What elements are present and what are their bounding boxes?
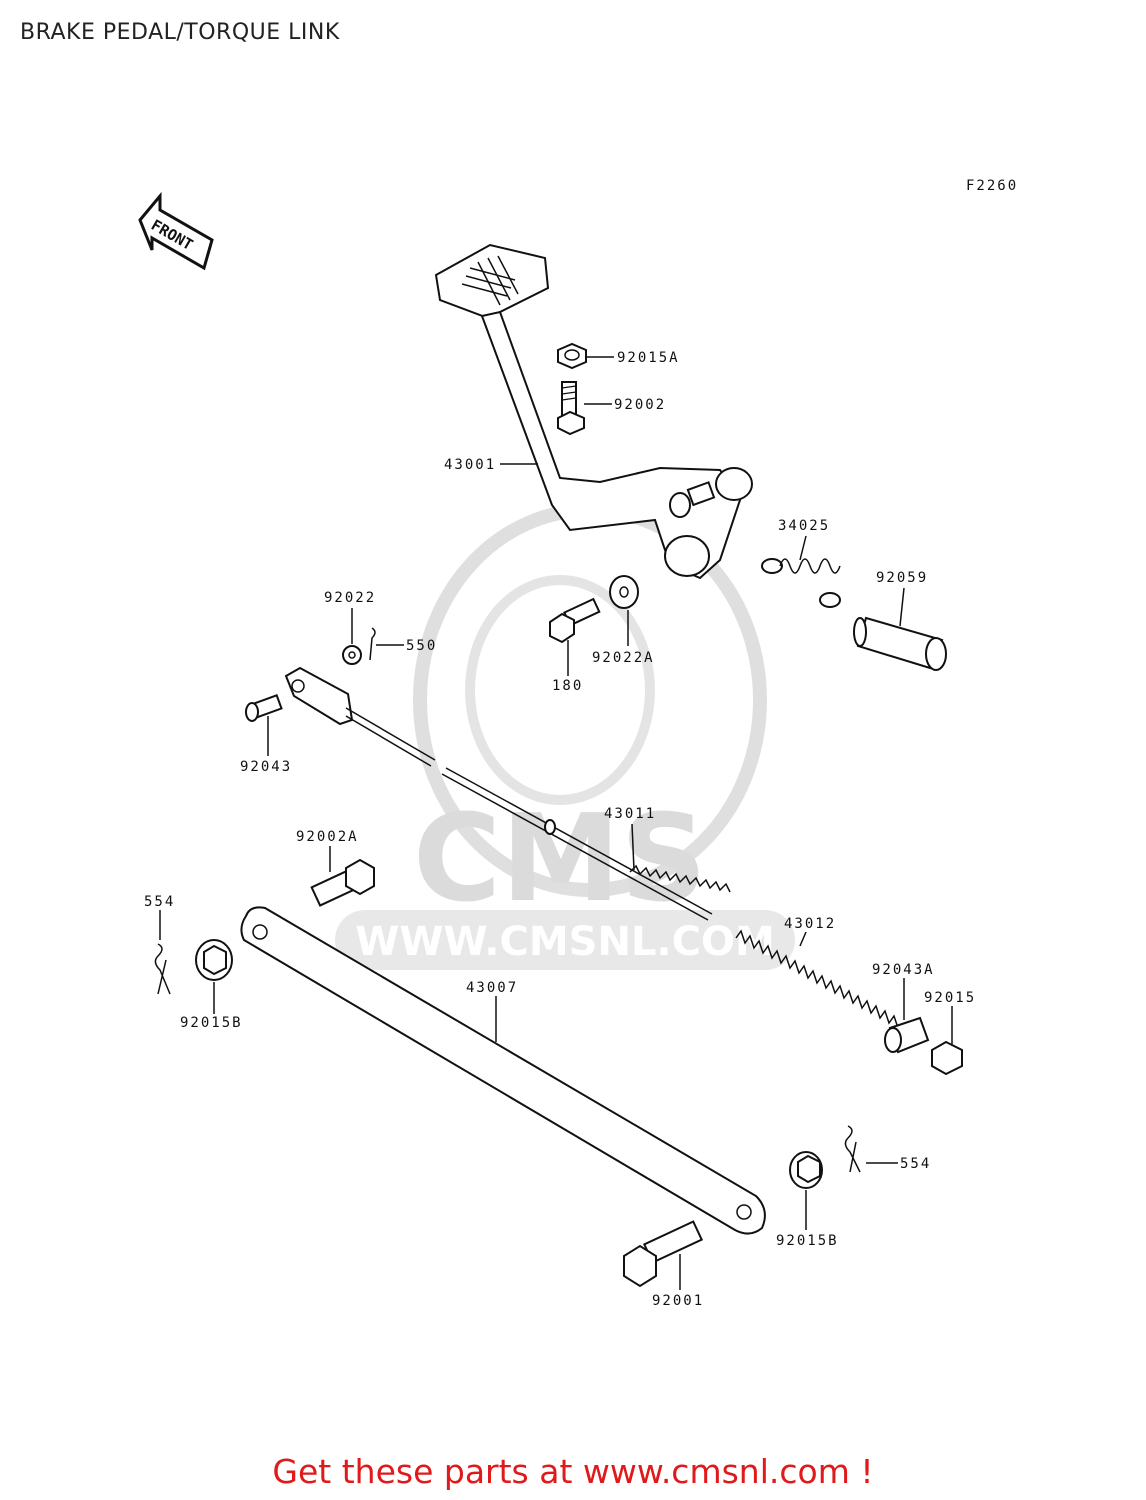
collar-92059-icon[interactable] bbox=[853, 616, 947, 671]
label-92015b-right[interactable]: 92015B bbox=[776, 1233, 839, 1249]
label-92015a[interactable]: 92015A bbox=[617, 350, 680, 366]
label-92002[interactable]: 92002 bbox=[614, 397, 666, 413]
flange-nut-92015b-left-icon[interactable] bbox=[195, 939, 233, 981]
page-title: BRAKE PEDAL/TORQUE LINK bbox=[20, 20, 340, 45]
washer-92022-icon[interactable] bbox=[342, 645, 362, 665]
label-92022a[interactable]: 92022A bbox=[592, 650, 655, 666]
clip-554-left-icon[interactable] bbox=[154, 943, 171, 995]
part-labels: 92015A 92002 43001 34025 92059 92022 550… bbox=[144, 350, 976, 1309]
label-554-left[interactable]: 554 bbox=[144, 894, 175, 910]
bolt-92002a-icon[interactable] bbox=[310, 858, 375, 907]
washer-92022a-icon[interactable] bbox=[609, 575, 639, 609]
bolt-92001-icon[interactable] bbox=[623, 1220, 704, 1288]
label-92015[interactable]: 92015 bbox=[924, 990, 976, 1006]
label-43007[interactable]: 43007 bbox=[466, 980, 518, 996]
label-92002a[interactable]: 92002A bbox=[296, 829, 359, 845]
front-arrow-icon: FRONT bbox=[138, 191, 214, 271]
watermark-brand: CMS bbox=[413, 790, 707, 929]
figure-code: F2260 bbox=[966, 178, 1018, 194]
label-92059[interactable]: 92059 bbox=[876, 570, 928, 586]
bolt-180-icon[interactable] bbox=[549, 597, 601, 644]
label-43001[interactable]: 43001 bbox=[444, 457, 496, 473]
label-92015b-left[interactable]: 92015B bbox=[180, 1015, 243, 1031]
nut-92015-icon[interactable] bbox=[931, 1040, 963, 1076]
cotter-pin-550-icon[interactable] bbox=[369, 627, 376, 661]
pin-92043a-icon[interactable] bbox=[884, 1016, 930, 1054]
label-180[interactable]: 180 bbox=[552, 678, 583, 694]
brake-rod-43011[interactable] bbox=[284, 666, 731, 921]
label-92001[interactable]: 92001 bbox=[652, 1293, 704, 1309]
footer-link[interactable]: Get these parts at www.cmsnl.com ! bbox=[272, 1452, 874, 1491]
watermark-url: WWW.CMSNL.COM bbox=[355, 919, 775, 965]
clip-554-right-icon[interactable] bbox=[844, 1125, 861, 1173]
flange-nut-92015b-right-icon[interactable] bbox=[789, 1151, 823, 1189]
brake-pedal-43001[interactable] bbox=[434, 243, 753, 580]
label-43012[interactable]: 43012 bbox=[784, 916, 836, 932]
watermark: CMS WWW.CMSNL.COM bbox=[335, 503, 795, 970]
leader-lines bbox=[159, 356, 953, 1290]
bolt-92002-icon[interactable] bbox=[557, 381, 585, 436]
label-34025[interactable]: 34025 bbox=[778, 518, 830, 534]
spring-34025-icon[interactable] bbox=[761, 558, 841, 608]
label-92022[interactable]: 92022 bbox=[324, 590, 376, 606]
label-554-right[interactable]: 554 bbox=[900, 1156, 931, 1172]
clevis-pin-92043-icon[interactable] bbox=[245, 694, 283, 722]
spring-43012-icon[interactable] bbox=[735, 929, 899, 1029]
label-43011[interactable]: 43011 bbox=[604, 806, 656, 822]
nut-92015a-icon[interactable] bbox=[557, 342, 587, 370]
torque-link-43007[interactable] bbox=[240, 906, 766, 1235]
label-92043[interactable]: 92043 bbox=[240, 759, 292, 775]
label-550[interactable]: 550 bbox=[406, 638, 437, 654]
label-92043a[interactable]: 92043A bbox=[872, 962, 935, 978]
